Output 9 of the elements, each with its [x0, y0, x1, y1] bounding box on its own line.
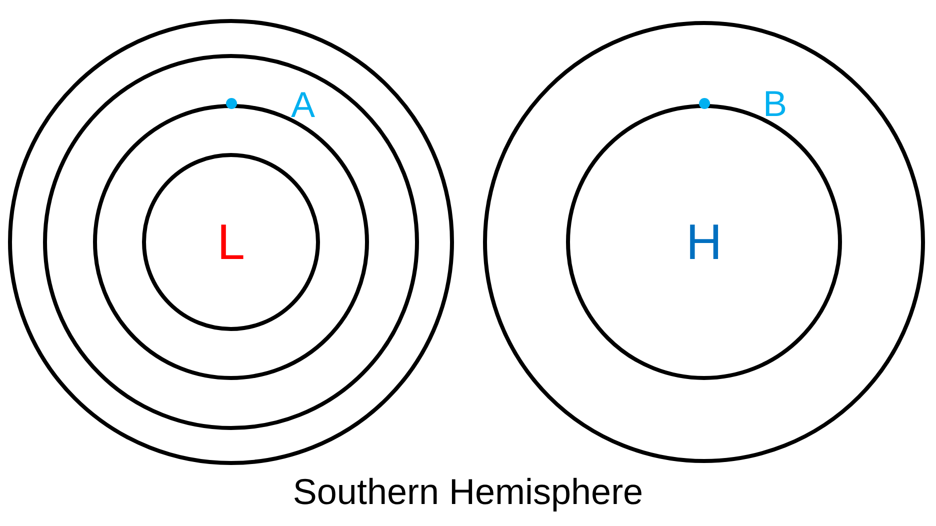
isobar-ring: [8, 19, 454, 465]
isobar-ring: [43, 54, 419, 430]
point-label: A: [291, 87, 316, 123]
isobar-ring: [483, 21, 925, 463]
isobar-ring: [142, 153, 320, 331]
pressure-letter: L: [217, 217, 245, 267]
caption: Southern Hemisphere: [292, 472, 644, 512]
point-label: B: [763, 86, 788, 122]
pressure-letter: H: [686, 217, 722, 267]
